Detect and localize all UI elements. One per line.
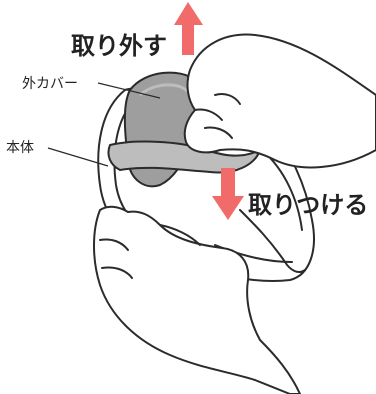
remove-label: 取り外す	[71, 32, 167, 60]
body-label: 本体	[6, 140, 34, 156]
lower-hand	[93, 205, 301, 394]
leader-lines	[47, 82, 161, 167]
attach-label: 取りつける	[248, 191, 369, 219]
outer-cover-leader	[97, 82, 161, 99]
outer-cover	[107, 71, 261, 188]
up-arrow-icon	[174, 2, 203, 55]
body-leader	[47, 147, 109, 167]
down-arrow-icon	[212, 168, 244, 220]
outer-cover-label: 外カバー	[22, 76, 78, 92]
upper-hand	[183, 33, 376, 169]
